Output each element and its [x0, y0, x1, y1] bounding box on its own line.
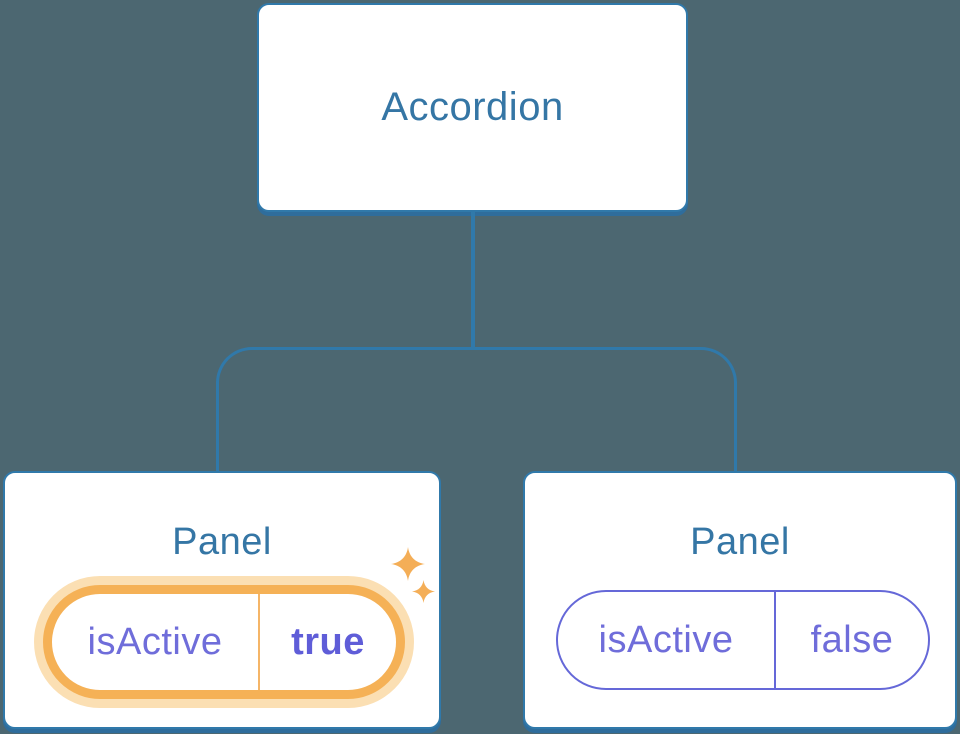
accordion-node-label: Accordion	[381, 85, 564, 129]
connector-branch	[216, 347, 737, 471]
state-value-label: true	[291, 620, 365, 663]
state-pill-inactive: isActive false	[556, 590, 930, 690]
panel-node-active: Panel isActive true	[3, 471, 441, 729]
panel-node-inactive: Panel isActive false	[523, 471, 957, 729]
sparkle-icon-small	[412, 580, 435, 603]
sparkle-icon-large	[391, 547, 425, 581]
state-value-label: false	[810, 618, 894, 661]
connector-stem	[471, 211, 475, 349]
state-key-label: isActive	[598, 618, 734, 661]
pill-divider	[774, 592, 776, 688]
state-pill-active: isActive true	[43, 585, 405, 699]
state-key-label: isActive	[87, 620, 223, 663]
accordion-node: Accordion	[257, 3, 688, 212]
panel-title: Panel	[172, 521, 272, 563]
panel-title: Panel	[690, 521, 790, 563]
pill-divider	[258, 594, 260, 690]
